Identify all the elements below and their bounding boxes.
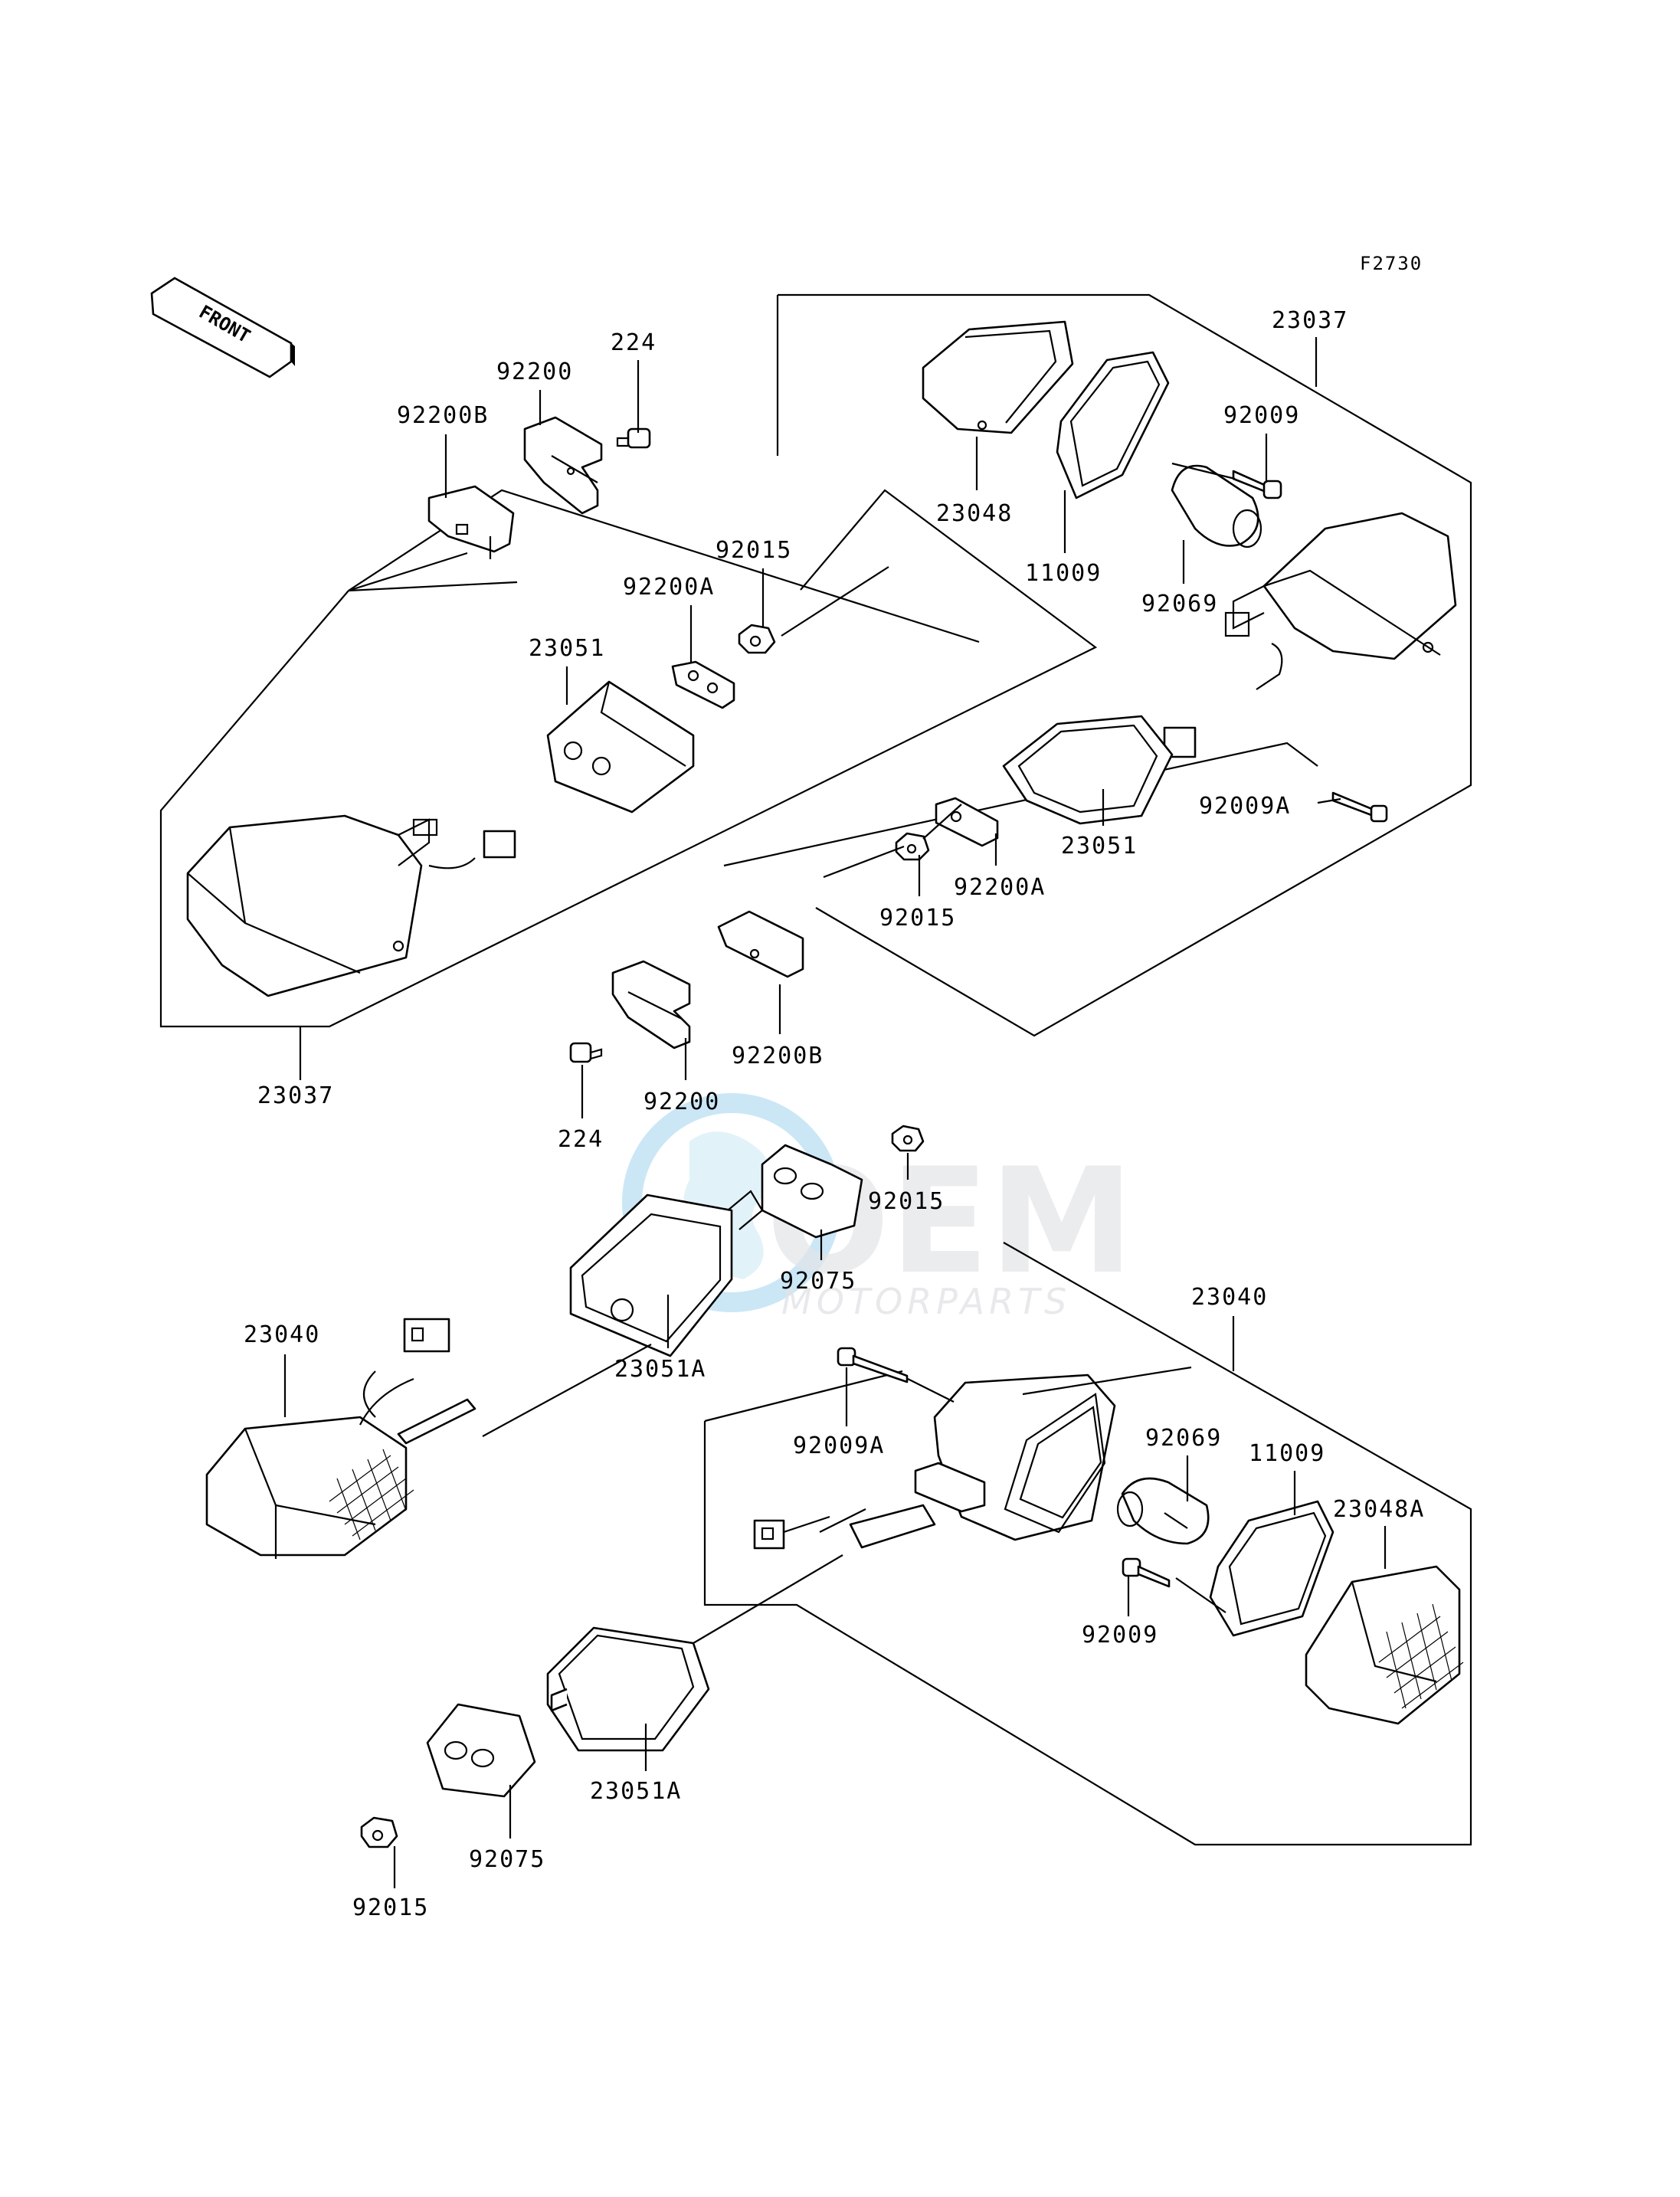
part-92075-lower — [426, 1703, 536, 1798]
label-92015-center: 92015 — [868, 1188, 945, 1215]
part-23051-upper — [546, 680, 695, 814]
part-92200-mid — [611, 960, 691, 1049]
part-23048-lens — [922, 320, 1074, 434]
part-224-upper — [616, 427, 651, 449]
part-92200A-mid — [935, 797, 999, 847]
part-23048A-lens — [1305, 1565, 1464, 1725]
part-23037-left-lamp — [186, 814, 516, 997]
part-92200A-upper — [671, 660, 735, 709]
label-23051-left: 23051 — [529, 635, 605, 662]
label-224-top: 224 — [611, 329, 657, 356]
label-92200B-top: 92200B — [397, 402, 489, 429]
front-arrow-icon: FRONT — [150, 277, 295, 378]
part-92069-bulb — [1171, 464, 1262, 548]
label-23051A-center: 23051A — [614, 1356, 706, 1383]
outline-23037-left-inner — [348, 489, 980, 643]
part-23037-right-lamp — [1163, 512, 1457, 758]
outline-23040-right — [703, 1242, 1472, 1846]
part-92200B-upper — [427, 485, 515, 559]
part-92015-lower — [360, 1816, 398, 1848]
label-92200B-mid: 92200B — [732, 1043, 824, 1069]
label-92069-top: 92069 — [1141, 591, 1218, 617]
part-labels: 92200B 92200 224 92015 92200A 23051 2303… — [244, 307, 1425, 1921]
outline-23037-right — [778, 293, 1472, 1037]
part-11009-gasket — [1056, 351, 1170, 499]
part-92200-upper — [523, 416, 603, 515]
part-23040-left-lamp — [205, 1318, 476, 1559]
connector-lines — [348, 462, 1236, 1644]
watermark-subtitle: MOTORPARTS — [781, 1281, 1071, 1322]
label-92200-mid: 92200 — [644, 1089, 720, 1115]
lens-grid-right — [1378, 1603, 1464, 1709]
label-23051-right: 23051 — [1061, 833, 1138, 859]
label-92075-center: 92075 — [780, 1268, 856, 1295]
part-92075-center — [761, 1144, 863, 1239]
part-23051A-lower — [546, 1626, 710, 1752]
label-92200-top: 92200 — [496, 359, 573, 385]
label-23040-right: 23040 — [1191, 1284, 1268, 1311]
part-23040-right-lamp — [753, 1374, 1116, 1550]
figure-code: F2730 — [1360, 253, 1423, 274]
part-23051-right — [1002, 715, 1174, 825]
part-92009-lower — [1122, 1557, 1171, 1588]
label-23037-left: 23037 — [257, 1082, 334, 1109]
label-92009A-right: 92009A — [1199, 793, 1291, 820]
part-92009A-lower — [837, 1347, 909, 1383]
part-92069-lower-bulb — [1116, 1477, 1210, 1545]
label-92015-top: 92015 — [716, 537, 792, 564]
part-92015-mid — [895, 832, 930, 861]
label-23048: 23048 — [936, 500, 1013, 527]
part-92015-upper — [738, 624, 776, 654]
label-23048A: 23048A — [1333, 1496, 1425, 1523]
label-11009-top: 11009 — [1025, 560, 1102, 587]
label-92200A-mid: 92200A — [954, 874, 1046, 901]
part-92009A-right — [1331, 791, 1388, 823]
part-224-mid — [569, 1042, 603, 1063]
part-92009-upper — [1232, 470, 1282, 499]
part-23051A-center — [569, 1190, 764, 1357]
label-92015-mid: 92015 — [879, 905, 956, 932]
label-92200A-top: 92200A — [623, 574, 715, 601]
leader-lines — [283, 337, 1387, 1888]
group-outlines — [159, 293, 1472, 1846]
part-92200B-mid — [717, 910, 804, 978]
part-11009-lower-gasket — [1209, 1500, 1335, 1637]
label-92069-lower: 92069 — [1145, 1425, 1222, 1452]
label-92009-right: 92009 — [1223, 402, 1300, 429]
part-92015-center — [891, 1125, 925, 1152]
label-23051A-lower: 23051A — [590, 1778, 682, 1805]
label-23037-right: 23037 — [1272, 307, 1348, 334]
label-23040-left: 23040 — [244, 1321, 320, 1348]
label-92075-lower: 92075 — [469, 1846, 545, 1873]
label-224-mid: 224 — [558, 1126, 604, 1153]
label-11009-lower: 11009 — [1249, 1440, 1325, 1467]
label-92015-lower: 92015 — [352, 1894, 429, 1921]
outline-23037-right-inner2 — [723, 742, 1318, 867]
label-92009A-lower: 92009A — [793, 1432, 885, 1459]
outline-23040-right-inner — [704, 1370, 903, 1423]
outline-23037-left — [159, 489, 1098, 1028]
label-92009-lower: 92009 — [1082, 1622, 1158, 1649]
lens-grid-left — [329, 1449, 414, 1541]
